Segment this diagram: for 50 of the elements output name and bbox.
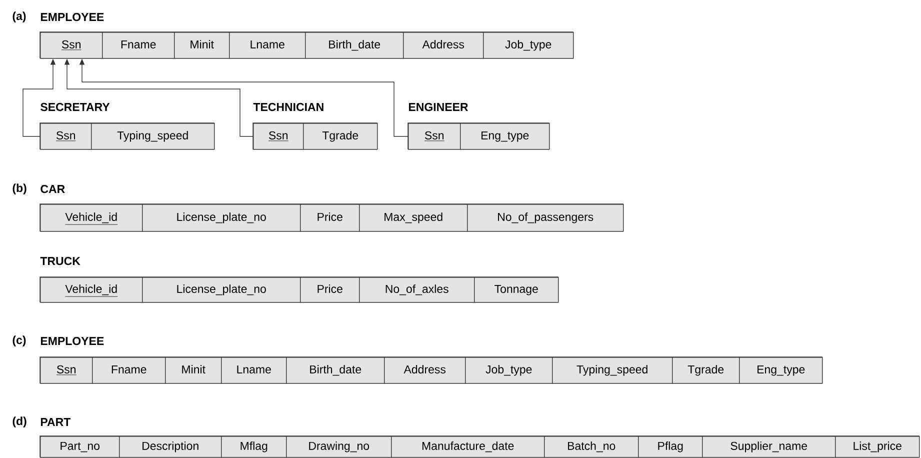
attribute-cell: Job_type bbox=[465, 357, 553, 384]
attribute-cell: Minit bbox=[165, 357, 222, 384]
attribute-cell: Tgrade bbox=[303, 123, 378, 150]
table-heading: CAR bbox=[40, 184, 65, 194]
attribute-cell: Ssn bbox=[408, 123, 461, 150]
table-heading: SECRETARY bbox=[40, 102, 110, 112]
attribute-cell: Vehicle_id bbox=[40, 204, 143, 232]
attribute-cell: Ssn bbox=[253, 123, 304, 150]
section-label: (d) bbox=[12, 416, 26, 428]
attribute-cell: Price bbox=[300, 277, 360, 303]
attribute-cell: Address bbox=[384, 357, 466, 384]
attribute-cell: Birth_date bbox=[305, 32, 404, 59]
attribute-cell: Ssn bbox=[40, 123, 92, 150]
attribute-cell: Max_speed bbox=[359, 204, 468, 232]
attribute-cell: Vehicle_id bbox=[40, 277, 143, 303]
attribute-cell: Manufacture_date bbox=[391, 436, 545, 458]
attribute-cell: Pflag bbox=[638, 436, 703, 458]
section-label: (b) bbox=[12, 184, 26, 194]
section-label: (a) bbox=[12, 12, 26, 22]
attribute-cell: Eng_type bbox=[460, 123, 550, 150]
attribute-cell: Ssn bbox=[40, 32, 103, 59]
attribute-cell: Tgrade bbox=[672, 357, 740, 384]
table-heading: TRUCK bbox=[40, 256, 80, 266]
table-heading: TECHNICIAN bbox=[253, 102, 324, 112]
attribute-cell: No_of_axles bbox=[359, 277, 475, 303]
attribute-cell: Typing_speed bbox=[552, 357, 673, 384]
attribute-cell: Address bbox=[403, 32, 484, 59]
attribute-cell: Mflag bbox=[221, 436, 287, 458]
attribute-cell: Minit bbox=[174, 32, 230, 59]
attribute-cell: Price bbox=[300, 204, 360, 232]
attribute-cell: Ssn bbox=[40, 357, 93, 384]
attribute-cell: Birth_date bbox=[286, 357, 385, 384]
attribute-cell: Tonnage bbox=[474, 277, 559, 303]
attribute-cell: Fname bbox=[92, 357, 166, 384]
attribute-cell: No_of_passengers bbox=[467, 204, 624, 232]
attribute-cell: Description bbox=[119, 436, 222, 458]
table-heading: ENGINEER bbox=[408, 102, 468, 112]
attribute-cell: Lname bbox=[229, 32, 306, 59]
attribute-cell: Fname bbox=[102, 32, 175, 59]
table-heading: EMPLOYEE bbox=[40, 12, 104, 22]
attribute-cell: Drawing_no bbox=[286, 436, 392, 458]
attribute-cell: Eng_type bbox=[739, 357, 823, 384]
attribute-cell: Job_type bbox=[483, 32, 574, 59]
attribute-cell: Part_no bbox=[40, 436, 120, 458]
table-heading: EMPLOYEE bbox=[40, 336, 104, 346]
section-label: (c) bbox=[12, 336, 26, 346]
attribute-cell: Lname bbox=[221, 357, 287, 384]
table-heading: PART bbox=[40, 418, 71, 426]
attribute-cell: List_price bbox=[835, 436, 920, 458]
attribute-cell: Batch_no bbox=[544, 436, 639, 458]
